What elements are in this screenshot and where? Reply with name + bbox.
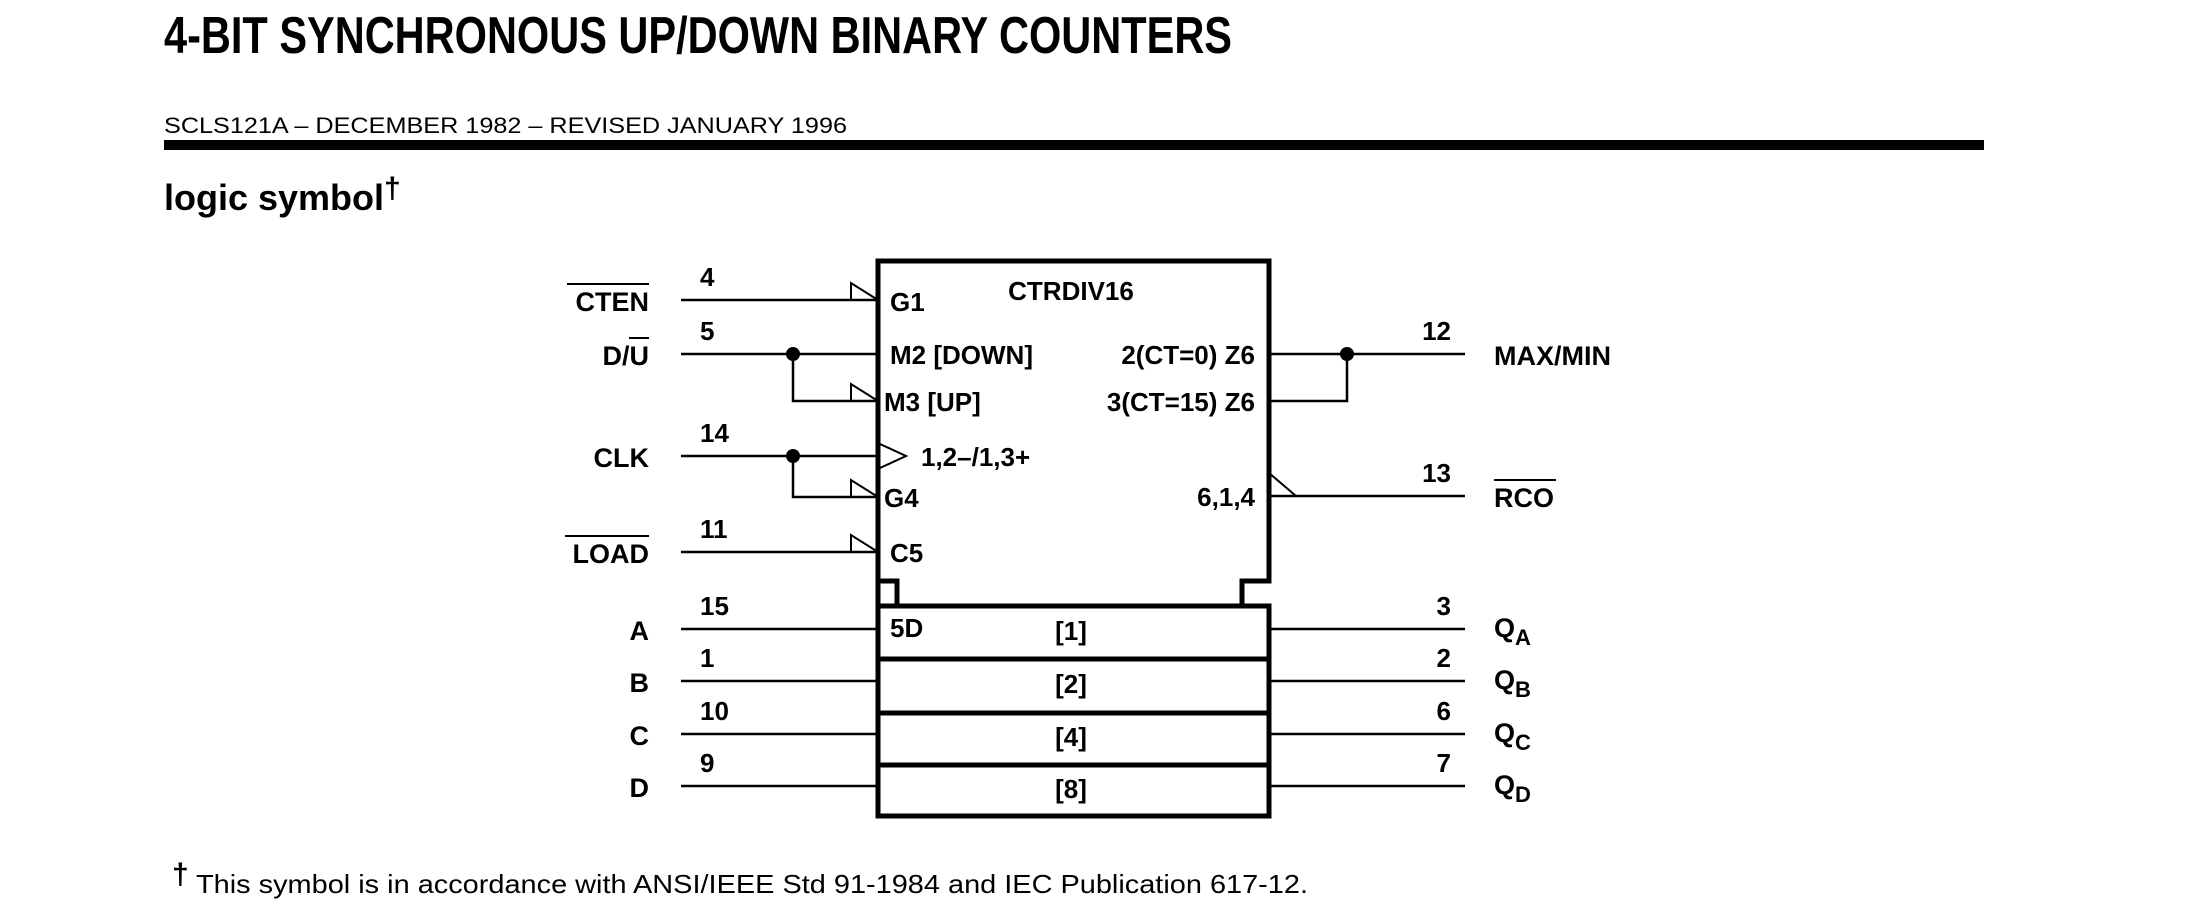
qualifier-c5: C5	[890, 538, 923, 568]
section-title: logic symbol†	[164, 172, 401, 218]
qualifier-clock: 1,2–/1,3+	[921, 442, 1030, 472]
output-label-qb: QB	[1494, 665, 1531, 702]
pin-number: 10	[700, 696, 729, 726]
control-block	[875, 258, 1272, 606]
document-title: 4-BIT SYNCHRONOUS UP/DOWN BINARY COUNTER…	[164, 7, 1232, 65]
footnote-text: This symbol is in accordance with ANSI/I…	[196, 869, 1308, 899]
q-letter: Q	[1494, 613, 1515, 643]
output-label-qd: QD	[1494, 770, 1531, 807]
label-part: D/	[603, 341, 630, 371]
input-label-cten: CTEN	[576, 287, 650, 317]
q-letter: Q	[1494, 665, 1515, 695]
pin-number: 6	[1437, 696, 1451, 726]
input-label-b: B	[630, 668, 650, 698]
junction-dot	[786, 347, 800, 361]
input-label-c: C	[630, 721, 650, 751]
function-label: CTRDIV16	[1008, 276, 1134, 306]
header-rule	[164, 140, 1984, 150]
qualifier-ct15: 3(CT=15) Z6	[1107, 387, 1255, 417]
output-label-qc: QC	[1494, 718, 1531, 755]
input-label-a: A	[630, 616, 650, 646]
qualifier-g1: G1	[890, 287, 925, 317]
pin-number: 3	[1437, 591, 1451, 621]
input-label-d-u: D/U	[603, 341, 650, 371]
pin-number: 5	[700, 316, 714, 346]
pin-number: 14	[700, 418, 729, 448]
pin-number: 9	[700, 748, 714, 778]
junction-dot	[1340, 347, 1354, 361]
input-label-d: D	[630, 773, 650, 803]
document-info: SCLS121A – DECEMBER 1982 – REVISED JANUA…	[164, 113, 847, 138]
qualifier-ct0: 2(CT=0) Z6	[1121, 340, 1255, 370]
pin-number: 11	[700, 514, 728, 544]
pin-number: 15	[700, 591, 729, 621]
q-subscript: B	[1515, 677, 1531, 702]
dagger-mark: †	[384, 172, 401, 205]
bit-weight: [2]	[1055, 669, 1087, 699]
q-subscript: A	[1515, 625, 1531, 650]
qualifier-5d: 5D	[890, 613, 923, 643]
bit-weight: [1]	[1055, 616, 1087, 646]
bit-weight: [8]	[1055, 774, 1087, 804]
output-label-max-min: MAX/MIN	[1494, 341, 1611, 371]
pin-number: 4	[700, 262, 715, 292]
q-subscript: C	[1515, 730, 1531, 755]
pin-number: 2	[1437, 643, 1451, 673]
qualifier-m2: M2 [DOWN]	[890, 340, 1033, 370]
pin-number: 13	[1422, 458, 1451, 488]
q-letter: Q	[1494, 770, 1515, 800]
clipped-title-fragment	[164, 0, 1084, 6]
input-label-load: LOAD	[573, 539, 650, 569]
q-letter: Q	[1494, 718, 1515, 748]
section-title-text: logic symbol	[164, 177, 384, 218]
polarity-indicators	[850, 281, 1297, 553]
q-subscript: D	[1515, 782, 1531, 807]
input-label-clk: CLK	[594, 443, 650, 473]
logic-symbol: CTRDIV16 CTEN D/U	[565, 258, 1611, 819]
bit-weight: [4]	[1055, 722, 1087, 752]
output-wires	[1269, 347, 1465, 788]
qualifier-rco: 6,1,4	[1197, 482, 1255, 512]
pin-number: 7	[1437, 748, 1451, 778]
pin-number: 12	[1422, 316, 1451, 346]
pin-number: 1	[700, 643, 714, 673]
label-part-overbar: U	[630, 341, 650, 371]
qualifier-m3: M3 [UP]	[884, 387, 981, 417]
footnote-dagger: †	[172, 858, 189, 891]
output-label-rco: RCO	[1494, 483, 1554, 513]
dynamic-clock-indicator	[879, 443, 909, 469]
qualifier-g4: G4	[884, 483, 919, 513]
junction-dot	[786, 449, 800, 463]
input-wires	[681, 298, 878, 788]
output-label-qa: QA	[1494, 613, 1531, 650]
